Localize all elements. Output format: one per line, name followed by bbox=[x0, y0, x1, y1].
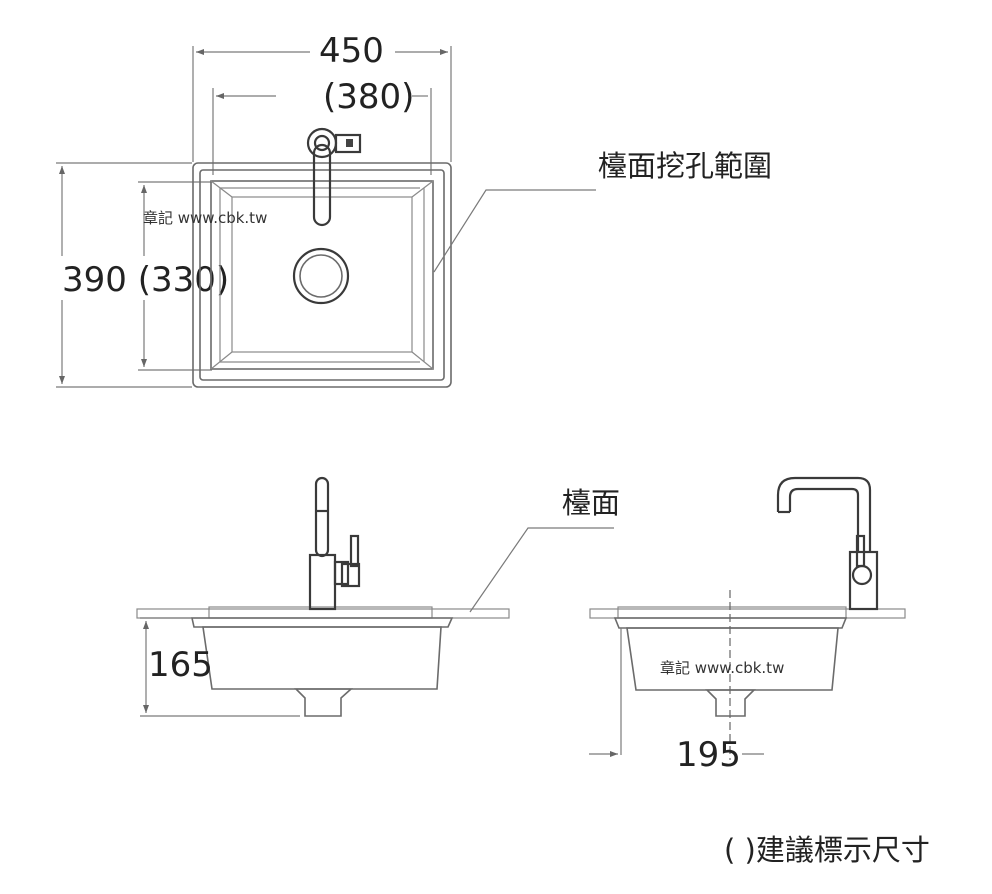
faucet-side-view bbox=[308, 476, 361, 611]
end-flange bbox=[613, 617, 848, 629]
end-countertop-hatch bbox=[589, 608, 906, 619]
sink-rim-inner bbox=[199, 169, 445, 381]
watermark-top: 章記 www.cbk.tw bbox=[143, 209, 267, 227]
width-dimension-outer bbox=[192, 46, 452, 162]
countertop-leader-line bbox=[469, 527, 614, 613]
width-dimension-inner bbox=[212, 88, 432, 175]
depth-dimension-side bbox=[140, 617, 300, 717]
drain-top-view bbox=[292, 247, 350, 305]
depth-dimension-end bbox=[589, 628, 764, 757]
side-drain bbox=[294, 688, 354, 717]
height-label: 390 (330) bbox=[62, 260, 229, 300]
dimension-note: ( )建議標示尺寸 bbox=[724, 833, 930, 867]
faucet-end-view bbox=[776, 476, 879, 611]
countertop-label: 檯面 bbox=[562, 486, 620, 520]
width-outer-label: 450 bbox=[319, 31, 384, 71]
side-bowl bbox=[202, 626, 442, 690]
side-view: 165 檯面 bbox=[136, 476, 620, 717]
countertop-hatch bbox=[136, 608, 510, 619]
end-drain bbox=[705, 689, 756, 717]
sink-outer-rim bbox=[192, 162, 452, 388]
faucet-top-view bbox=[306, 127, 362, 227]
side-flange bbox=[191, 617, 454, 628]
top-view: 450 (380) 390 (330) bbox=[56, 31, 772, 388]
watermark-end: 章記 www.cbk.tw bbox=[660, 659, 784, 677]
cutout-leader-line bbox=[433, 189, 596, 273]
end-bowl bbox=[626, 627, 839, 691]
width-inner-label: (380) bbox=[323, 77, 414, 117]
bowl-corner-lines bbox=[210, 180, 434, 370]
sink-bowl-edge bbox=[210, 180, 434, 370]
depth-label-side: 165 bbox=[148, 645, 213, 685]
sink-bowl-floor bbox=[231, 196, 413, 353]
cutout-area-label: 檯面挖孔範圍 bbox=[598, 149, 772, 183]
depth-label-end: 195 bbox=[676, 735, 741, 775]
end-view: 195 章記 www.cbk.tw bbox=[589, 476, 906, 775]
